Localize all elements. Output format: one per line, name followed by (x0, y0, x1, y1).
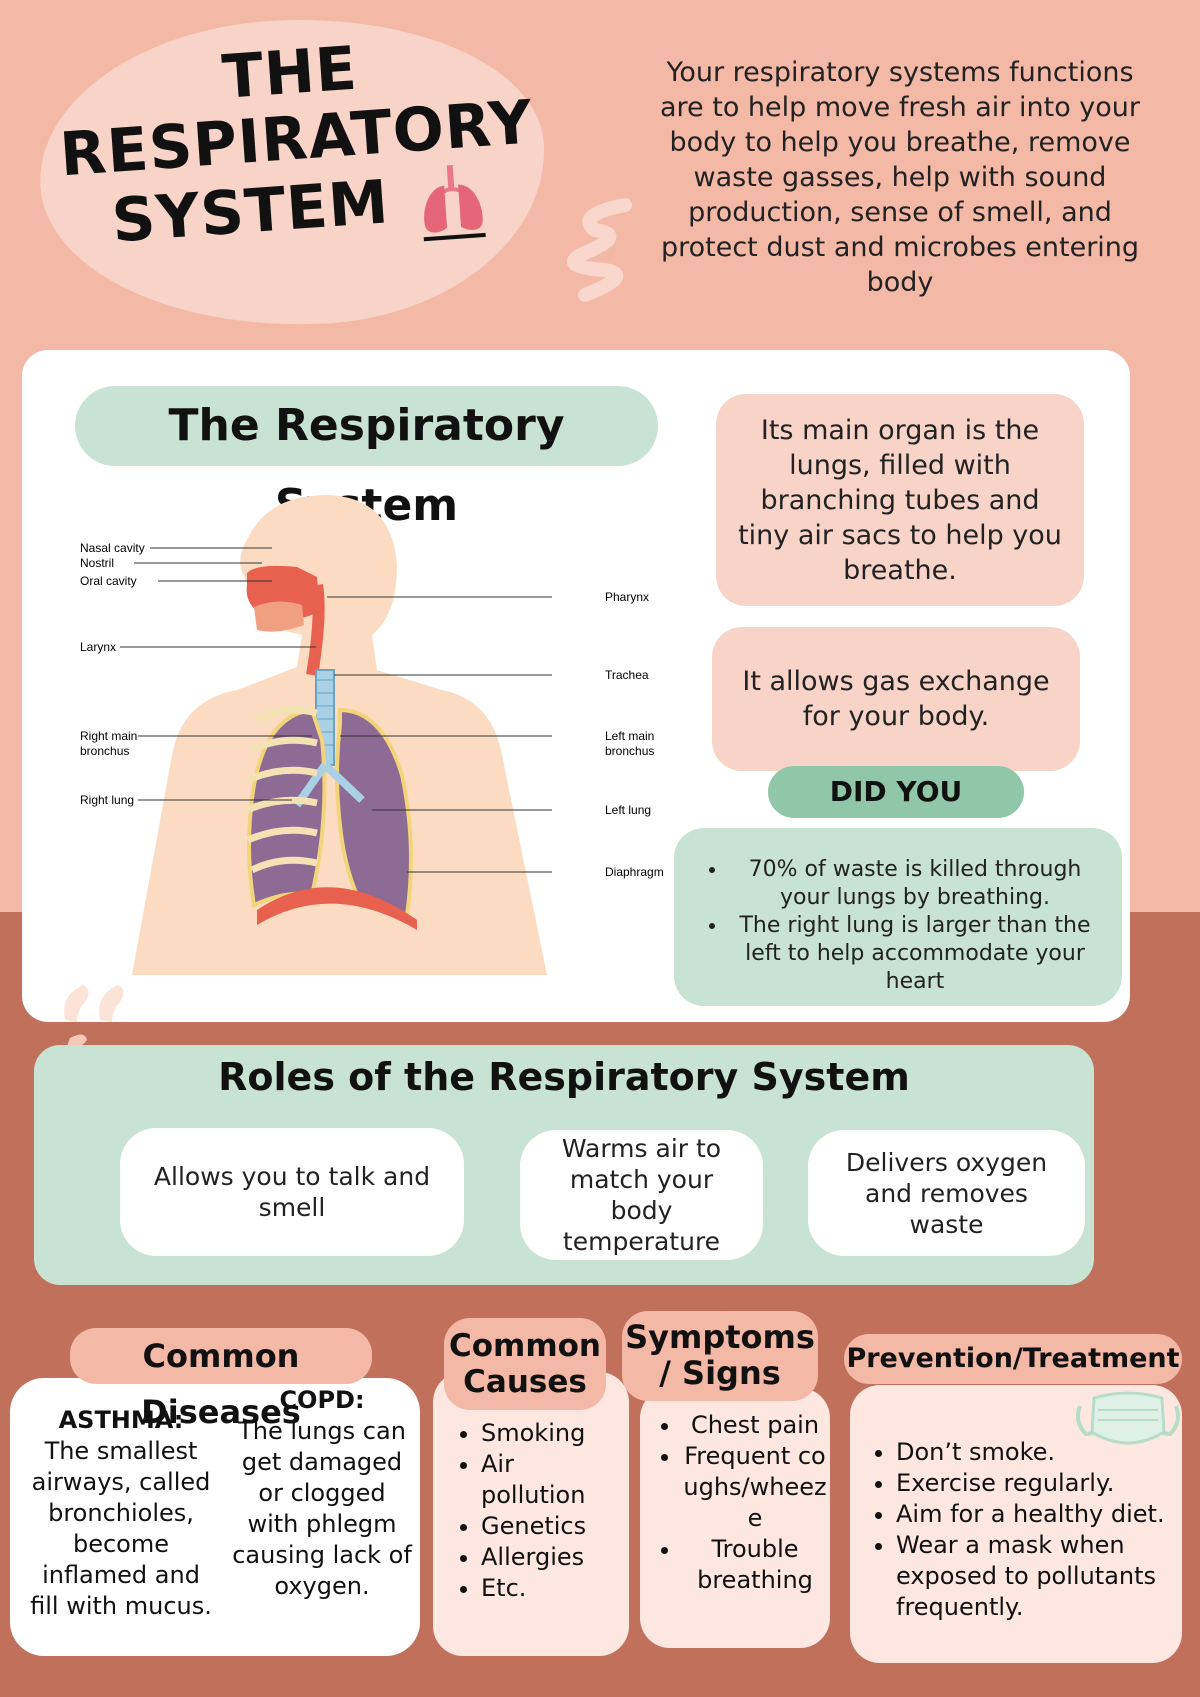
prevention-item: Don’t smoke. (896, 1437, 1180, 1468)
fact-text: Its main organ is the lungs, filled with… (738, 414, 1062, 586)
cause-item: Smoking (481, 1418, 625, 1449)
prevention-item: Wear a mask when exposed to pollutants f… (896, 1530, 1180, 1623)
anatomy-label: Oral cavity (80, 574, 137, 588)
fact-box-main-organ: Its main organ is the lungs, filled with… (716, 394, 1084, 606)
anatomy-label: Trachea (605, 668, 649, 682)
diseases-heading: Common Diseases (70, 1328, 372, 1431)
prevention-item: Aim for a healthy diet. (896, 1499, 1180, 1530)
causes-heading-line: Causes (463, 1364, 587, 1400)
main-title: THE RESPIRATORY SYSTEM (53, 24, 537, 268)
anatomy-label: Left main (605, 729, 654, 743)
anatomy-label: Larynx (80, 640, 116, 654)
anatomy-label: Right main (80, 729, 137, 743)
symptoms-heading-line: Symptoms (625, 1318, 815, 1356)
cause-item: Allergies (481, 1542, 625, 1573)
prevention-heading: Prevention/Treatment (844, 1334, 1182, 1384)
did-you-know-heading: DID YOU KNOW? (768, 766, 1024, 860)
anatomy-label: Diaphragm (605, 865, 664, 879)
anatomy-label: Nasal cavity (80, 541, 145, 555)
symptoms-list: Chest pain Frequent coughs/wheeze Troubl… (660, 1410, 828, 1596)
anatomy-label: bronchus (80, 744, 129, 758)
symptom-item: Chest pain (682, 1410, 828, 1441)
diseases-card (10, 1378, 420, 1656)
did-you-know-item: The right lung is larger than the left t… (728, 912, 1102, 996)
did-you-know-box: 70% of waste is killed through your lung… (674, 828, 1122, 1006)
cause-item: Genetics (481, 1511, 625, 1542)
lungs-icon (423, 165, 486, 242)
symptoms-card (640, 1388, 830, 1648)
did-you-know-item: 70% of waste is killed through your lung… (728, 856, 1102, 912)
causes-list: Smoking Air pollution Genetics Allergies… (455, 1418, 625, 1604)
fact-text: It allows gas exchange for your body. (742, 666, 1050, 732)
anatomy-label: Pharynx (605, 590, 649, 604)
roles-title: Roles of the Respiratory System (218, 1055, 910, 1099)
role-text: Delivers oxygen and removes waste (845, 1147, 1048, 1239)
squiggle-decoration (567, 198, 632, 302)
asthma-description: ASTHMA: The smallest airways, called bro… (26, 1405, 216, 1622)
role-text: Warms air to match your body temperature (561, 1134, 722, 1256)
anatomy-label: Nostril (80, 556, 114, 570)
disease-text: The lungs can get damaged or clogged wit… (232, 1417, 412, 1600)
symptom-item: Frequent coughs/wheeze (682, 1441, 828, 1534)
causes-card (433, 1372, 629, 1656)
cause-item: Etc. (481, 1573, 625, 1604)
causes-heading: Common Causes (444, 1318, 606, 1410)
title-line-with-icon: SYSTEM (62, 156, 536, 269)
role-text: Allows you to talk and smell (153, 1162, 431, 1222)
role-card: Delivers oxygen and removes waste (808, 1130, 1085, 1256)
section-title: The Respiratory System (75, 386, 658, 531)
anatomy-label: Right lung (80, 793, 134, 807)
cause-item: Air pollution (481, 1449, 625, 1511)
causes-heading-line: Common (448, 1328, 602, 1364)
prevention-list: Don’t smoke. Exercise regularly. Aim for… (870, 1437, 1180, 1623)
symptoms-heading-line: / Signs (659, 1354, 781, 1392)
fact-box-gas-exchange: It allows gas exchange for your body. (712, 627, 1080, 771)
respiratory-anatomy-illustration: Nasal cavity Nostril Oral cavity Larynx … (80, 495, 664, 975)
anatomy-label: Left lung (605, 803, 651, 817)
disease-name: ASTHMA: (58, 1406, 184, 1434)
anatomy-label: bronchus (605, 744, 654, 758)
disease-name: COPD: (279, 1386, 365, 1414)
symptom-item: Trouble breathing (682, 1534, 828, 1596)
copd-description: COPD: The lungs can get damaged or clogg… (232, 1385, 412, 1602)
role-card: Allows you to talk and smell (120, 1128, 464, 1256)
intro-text: Your respiratory systems functions are t… (660, 57, 1141, 298)
role-card: Warms air to match your body temperature (520, 1130, 763, 1260)
disease-text: The smallest airways, called bronchioles… (30, 1437, 212, 1620)
prevention-item: Exercise regularly. (896, 1468, 1180, 1499)
symptoms-heading: Symptoms / Signs (622, 1311, 818, 1401)
face-mask-icon (1076, 1391, 1180, 1445)
quote-mark-decoration (64, 985, 124, 1048)
